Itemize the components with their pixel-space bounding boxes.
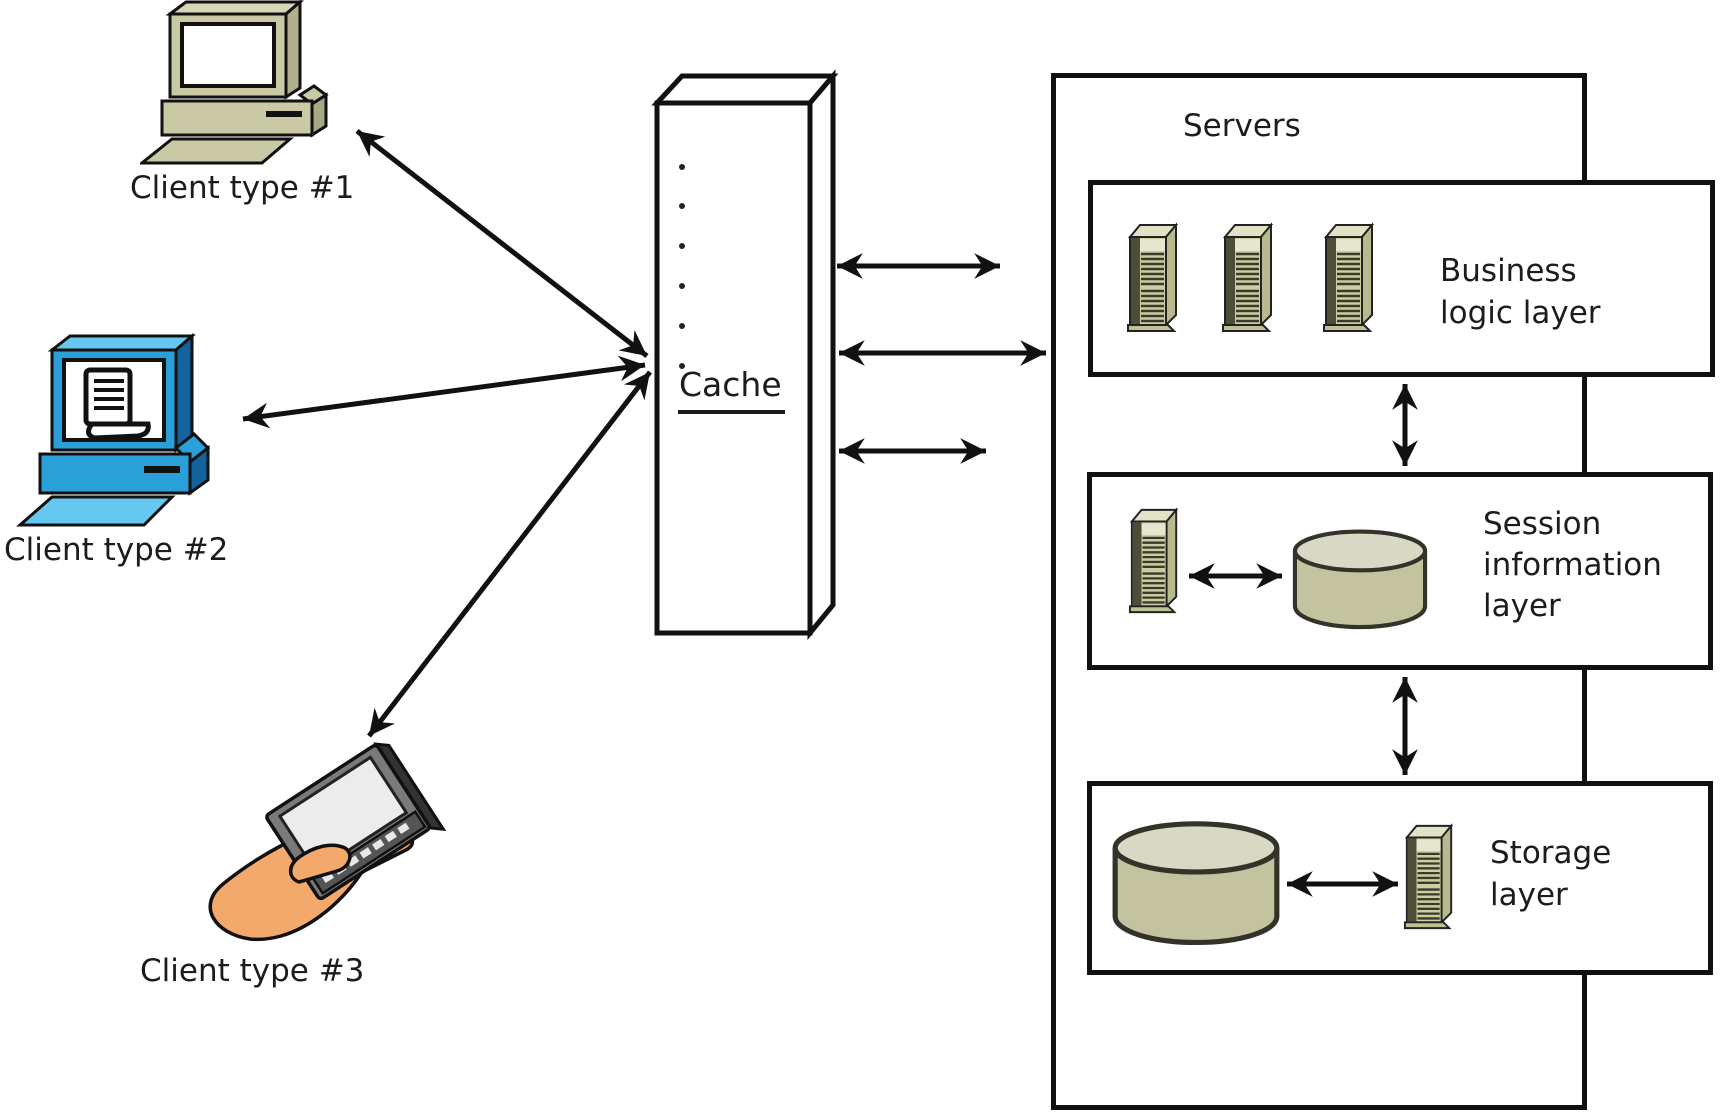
server-tower-icon <box>1128 506 1182 616</box>
client-3-label: Client type #3 <box>140 953 365 989</box>
document-terminal-icon <box>16 332 211 527</box>
cache-label: Cache <box>678 365 785 414</box>
servers-title: Servers <box>1183 108 1301 144</box>
client-1-label: Client type #1 <box>130 170 355 206</box>
document-icon <box>83 367 151 441</box>
business-logic-layer-label: Business logic layer <box>1440 253 1601 331</box>
client-2-label: Client type #2 <box>4 532 229 568</box>
arrow-client3-cache <box>367 370 652 738</box>
server-tower-icon <box>1220 221 1278 335</box>
cache-box <box>651 69 839 640</box>
session-information-layer-label: Session information layer <box>1483 506 1662 624</box>
handheld-device-icon <box>208 742 447 942</box>
server-tower-icon <box>1125 221 1183 335</box>
server-tower-icon <box>1403 820 1457 934</box>
server-tower-icon <box>1321 221 1379 335</box>
arrow-client2-cache <box>242 355 646 429</box>
arrow-client1-cache <box>355 129 649 358</box>
database-cylinder-icon <box>1110 816 1282 952</box>
desktop-computer-icon <box>140 0 329 165</box>
business-logic-layer-box <box>1088 180 1715 377</box>
database-cylinder-icon <box>1288 526 1432 634</box>
storage-layer-label: Storage layer <box>1490 835 1612 913</box>
cache-dots <box>679 164 685 369</box>
